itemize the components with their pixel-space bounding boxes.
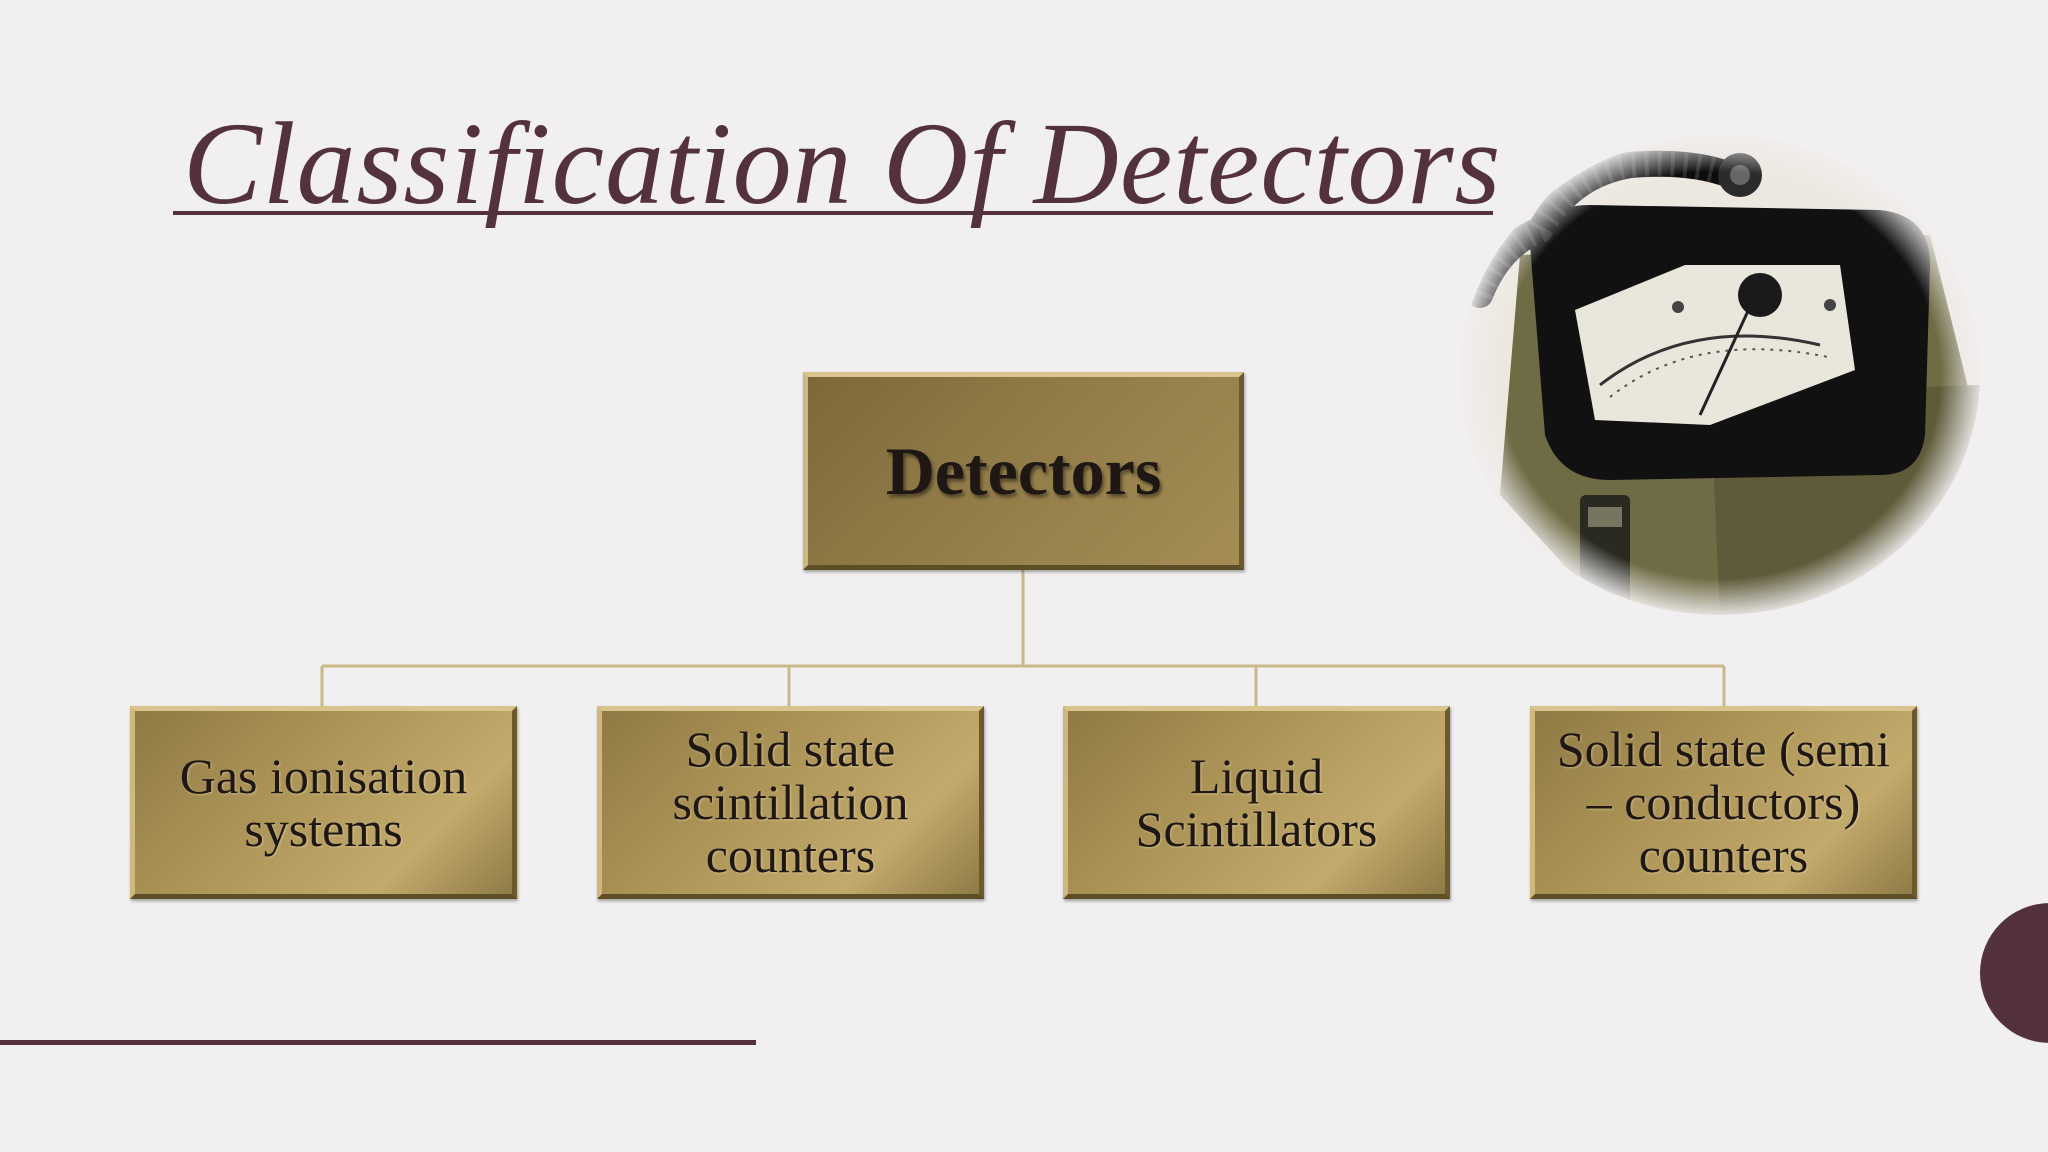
decorative-bottom-line	[0, 1040, 756, 1045]
liquid-scintillators-node: Liquid Scintillators	[1063, 706, 1450, 899]
node-label: Solid state (semi– conductors)counters	[1556, 721, 1891, 883]
slide-title: Classification Of Detectors	[183, 98, 1502, 229]
gas-ionisation-node: Gas ionisation systems	[130, 706, 517, 899]
solid-state-scintillation-node: Solid state scintillation counters	[597, 706, 984, 899]
decorative-corner-circle	[1980, 903, 2048, 1043]
title-underline	[173, 211, 1493, 215]
node-label: Gas ionisation systems	[179, 747, 468, 857]
node-label: Liquid Scintillators	[1135, 747, 1378, 857]
semiconductor-counters-node: Solid state (semi– conductors)counters	[1530, 706, 1917, 899]
node-label: Solid state scintillation counters	[672, 721, 909, 883]
radiation-meter-photo	[1460, 135, 1980, 615]
detectors-root-node: Detectors	[803, 372, 1244, 570]
root-node-label: Detectors	[885, 432, 1162, 509]
